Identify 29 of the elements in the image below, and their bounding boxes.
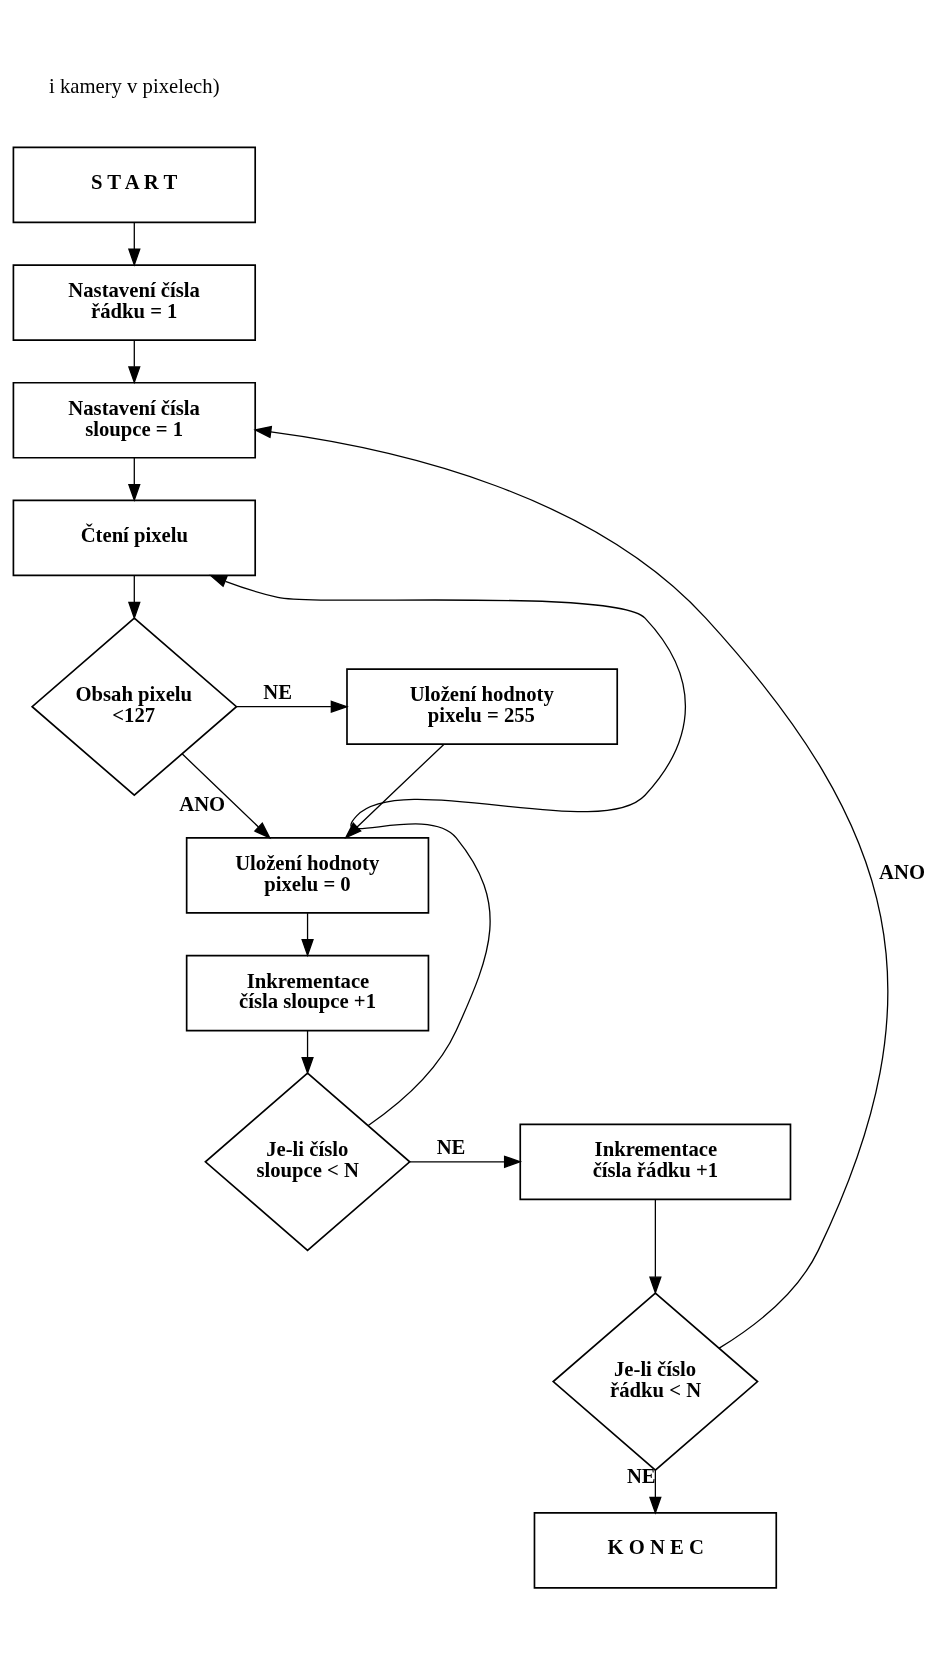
arrow	[127, 222, 141, 267]
arrow	[409, 1155, 523, 1169]
arrow	[649, 1469, 662, 1515]
arrow	[235, 700, 349, 713]
node-diamond: Je-li číslo sloupce < N	[204, 1072, 411, 1252]
arrow	[301, 1030, 314, 1076]
node-box: Inkrementace čísla sloupce +1	[185, 954, 430, 1032]
node-box: Uložení hodnoty pixelu = 0	[185, 837, 430, 914]
node-box: Nastavení čísla sloupce = 1	[12, 381, 257, 459]
label: i kamery v pixelech)	[49, 74, 220, 97]
arrow	[181, 753, 272, 840]
node-box: K O N E C	[533, 1512, 778, 1589]
node-diamond: Obsah pixelu <127	[30, 617, 238, 797]
arrow	[208, 574, 687, 1127]
arrow	[127, 339, 141, 385]
node-box: S T A R T	[12, 146, 257, 224]
node-box: Inkrementace čísla řádku +1	[519, 1123, 792, 1201]
arrow	[344, 743, 445, 840]
edge-label: NE	[436, 1135, 466, 1158]
arrow	[649, 1198, 662, 1295]
arrow	[127, 457, 141, 503]
node-box: Čtení pixelu	[12, 499, 257, 577]
edge-label: ANO	[879, 861, 925, 884]
arrow	[127, 575, 141, 620]
edge-label: NE	[263, 680, 293, 703]
node-box: Uložení hodnoty pixelu = 255	[346, 668, 619, 745]
arrow	[301, 912, 314, 958]
node-box: Nastavení čísla řádku = 1	[12, 264, 257, 341]
arrow	[253, 425, 888, 1349]
